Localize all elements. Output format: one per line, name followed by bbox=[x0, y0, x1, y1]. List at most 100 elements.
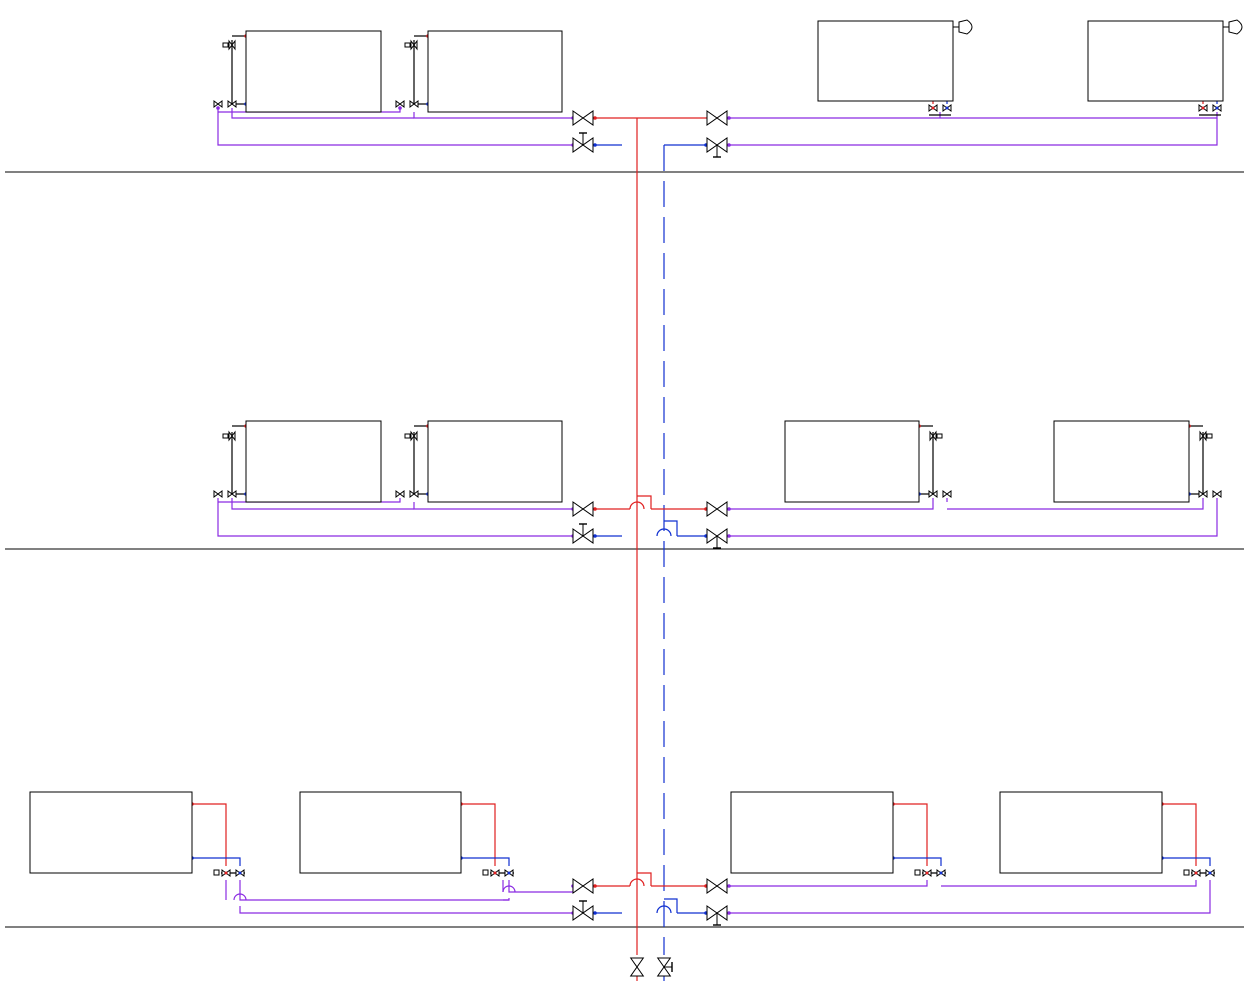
radiator bbox=[784, 420, 920, 503]
control-valve-icon bbox=[706, 501, 728, 517]
valve-body bbox=[572, 501, 594, 517]
balancing-valve-icon bbox=[706, 137, 728, 158]
radiator-valve-icon bbox=[936, 869, 946, 877]
valve-body bbox=[706, 878, 728, 894]
valve-body bbox=[928, 490, 938, 498]
valve-body bbox=[629, 957, 645, 977]
branch-return bbox=[217, 498, 573, 537]
air-vent-icon bbox=[222, 39, 236, 51]
radiator-return-line bbox=[192, 857, 241, 866]
vent-cap bbox=[936, 433, 943, 439]
vent-cap bbox=[1206, 433, 1213, 439]
radiator-return-line bbox=[1162, 857, 1211, 866]
valve-body bbox=[213, 490, 223, 498]
balancing-valve-icon bbox=[706, 528, 728, 549]
valve-port bbox=[1208, 871, 1212, 875]
radiator-valve-icon bbox=[1212, 490, 1222, 498]
pipe-joint bbox=[593, 534, 597, 538]
branch-supply bbox=[508, 880, 573, 893]
valves bbox=[213, 19, 1243, 977]
radiator-valve-icon bbox=[227, 490, 237, 498]
radiator-valve-icon bbox=[213, 100, 223, 108]
vent-cap bbox=[404, 42, 411, 48]
valve-port bbox=[224, 871, 228, 875]
balancing-valve-icon bbox=[572, 132, 594, 153]
return-branch bbox=[664, 520, 678, 536]
pipe-joint bbox=[398, 106, 402, 110]
radiator bbox=[245, 420, 382, 503]
valve-body bbox=[409, 490, 419, 498]
valve-body bbox=[929, 430, 937, 442]
radiator-supply-line bbox=[461, 803, 496, 866]
valve-body bbox=[410, 430, 418, 442]
radiator-valve-icon bbox=[235, 869, 245, 877]
valve-body bbox=[410, 39, 418, 51]
radiator bbox=[427, 30, 563, 113]
valve-port bbox=[925, 871, 929, 875]
pipe-joint bbox=[216, 106, 220, 110]
branch-return bbox=[239, 906, 573, 914]
control-valve-icon bbox=[572, 501, 594, 517]
radiator-valve-icon bbox=[213, 490, 223, 498]
vent-cap bbox=[404, 433, 411, 439]
branch-supply bbox=[941, 880, 1197, 887]
valve-body bbox=[1199, 430, 1207, 442]
valve-port bbox=[1201, 106, 1205, 110]
radiator-valve-icon bbox=[1191, 869, 1201, 877]
vent-cap bbox=[1183, 869, 1190, 876]
valve-body bbox=[395, 100, 405, 108]
radiator-valve-icon bbox=[504, 869, 514, 877]
valve-body bbox=[228, 39, 236, 51]
balancing-valve-icon bbox=[572, 523, 594, 544]
valve-body bbox=[228, 430, 236, 442]
drain-valve-icon bbox=[629, 957, 645, 977]
branch-return bbox=[729, 118, 1218, 146]
radiator-supply-line bbox=[1162, 803, 1197, 866]
radiator-return-line bbox=[893, 857, 942, 866]
pipe-crossover bbox=[233, 893, 247, 901]
air-vent-icon bbox=[1199, 430, 1213, 442]
valve-port bbox=[1194, 871, 1198, 875]
radiator-valve-icon bbox=[928, 490, 938, 498]
radiator-valve-icon bbox=[1198, 104, 1208, 112]
balancing-valve-icon bbox=[706, 905, 728, 926]
branch-return bbox=[729, 880, 1211, 914]
supply-branch bbox=[637, 872, 652, 886]
return-branch bbox=[664, 898, 678, 913]
radiator bbox=[1087, 20, 1224, 102]
valve-body bbox=[706, 110, 728, 126]
air-vent-icon bbox=[404, 39, 418, 51]
floor-lines bbox=[5, 171, 1244, 928]
radiator-valve-icon bbox=[942, 490, 952, 498]
pipe-joint bbox=[593, 143, 597, 147]
valve-body bbox=[706, 501, 728, 517]
valve-body bbox=[409, 100, 419, 108]
branch-supply bbox=[729, 498, 934, 510]
piping bbox=[190, 34, 1221, 981]
valve-port bbox=[493, 871, 497, 875]
valve-body bbox=[942, 490, 952, 498]
pipe-joint bbox=[593, 911, 597, 915]
branch-supply bbox=[413, 112, 573, 119]
control-valve-icon bbox=[706, 110, 728, 126]
valve-port bbox=[238, 871, 242, 875]
radiator-valve-icon bbox=[409, 490, 419, 498]
radiator bbox=[299, 791, 462, 874]
radiator-valve-icon bbox=[227, 100, 237, 108]
branch-supply bbox=[231, 108, 414, 119]
valve-body bbox=[572, 878, 594, 894]
branch-supply bbox=[729, 112, 1218, 119]
head-body bbox=[958, 19, 973, 35]
drain-valve-icon bbox=[656, 957, 673, 977]
branch-supply bbox=[729, 880, 928, 887]
radiator bbox=[730, 791, 894, 874]
radiator-valve-icon bbox=[922, 869, 932, 877]
supply-branch bbox=[637, 495, 652, 509]
radiator-valve-icon bbox=[1198, 490, 1208, 498]
pipe-crossover bbox=[656, 905, 672, 914]
valve-body bbox=[227, 490, 237, 498]
valve-body bbox=[213, 100, 223, 108]
branch-supply bbox=[947, 498, 1204, 510]
radiator-supply-line bbox=[192, 803, 227, 866]
